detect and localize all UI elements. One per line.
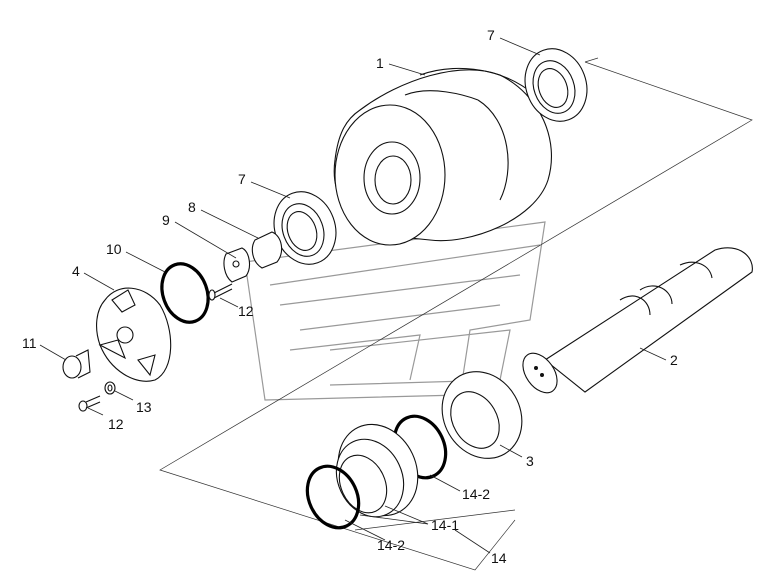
floating-seal-assembly	[305, 414, 448, 530]
callout-14-1: 14-1	[431, 517, 459, 533]
callout-9: 9	[162, 212, 170, 228]
watermark-logo	[244, 221, 546, 401]
callout-4: 4	[72, 263, 80, 279]
callout-1: 1	[376, 55, 384, 71]
bolt-12-upper	[208, 283, 233, 301]
callout-14-2-lower: 14-2	[377, 537, 405, 553]
shaft	[522, 247, 753, 394]
assembly-outline	[159, 57, 753, 571]
callout-7-top: 7	[487, 27, 495, 43]
callout-7-middle: 7	[238, 171, 246, 187]
callout-14: 14	[491, 550, 507, 566]
callout-11: 11	[22, 335, 37, 351]
callout-13: 13	[136, 399, 152, 415]
callout-10: 10	[106, 241, 122, 257]
bolt-12-lower	[78, 395, 101, 412]
callout-8: 8	[188, 199, 196, 215]
o-ring-10	[160, 262, 210, 324]
collar	[441, 371, 523, 459]
callout-12-upper: 12	[238, 303, 254, 319]
callout-14-2-upper: 14-2	[462, 486, 490, 502]
leader-lines	[39, 37, 667, 554]
callout-12-lower: 12	[108, 416, 124, 432]
lock-plate	[251, 231, 283, 269]
plug	[62, 349, 91, 379]
roller-body	[333, 67, 552, 246]
bearing-middle	[273, 191, 337, 265]
end-cap	[96, 287, 172, 382]
callout-labels: 1 2 3 4 7 7 8 9 10 11 12 12 13 14-2 14-1…	[22, 27, 678, 566]
bearing-top	[524, 48, 588, 122]
callout-2: 2	[670, 352, 678, 368]
callout-3: 3	[526, 453, 534, 469]
washer	[104, 381, 116, 395]
retainer-plate	[223, 247, 251, 283]
